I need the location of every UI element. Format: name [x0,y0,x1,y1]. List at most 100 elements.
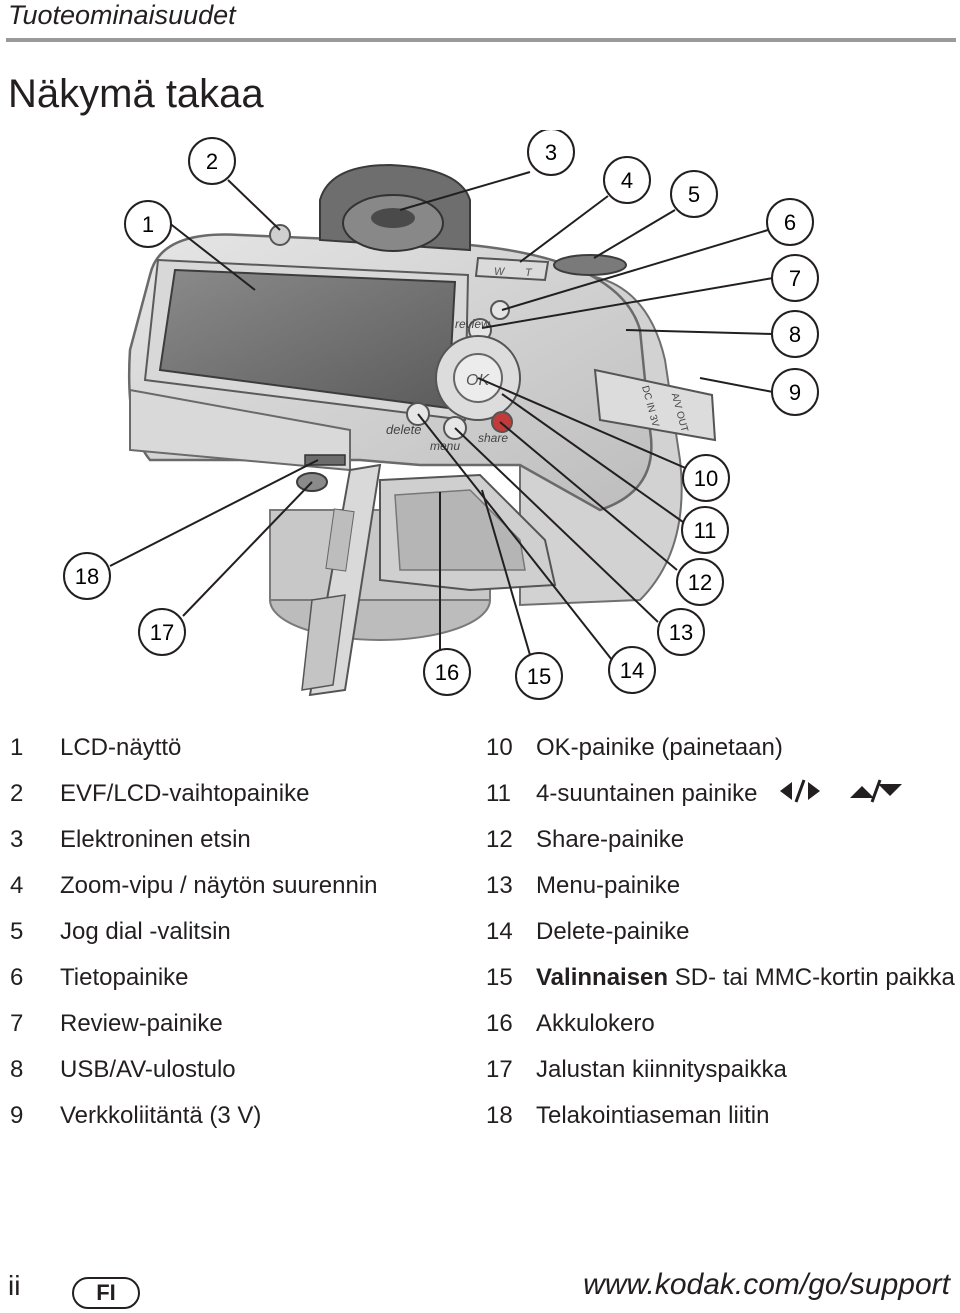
svg-text:delete: delete [386,422,421,437]
svg-text:11: 11 [694,518,717,543]
legend-text: Zoom-vipu / näytön suurennin [60,872,378,899]
legend-number: 14 [486,918,513,945]
callout-4: 4 [603,156,651,204]
svg-text:16: 16 [435,660,459,685]
svg-text:14: 14 [620,658,644,683]
svg-text:12: 12 [688,570,712,595]
legend-text: Tietopainike [60,964,189,991]
legend-item: 15 Valinnaisen SD- tai MMC-kortin paikka [486,962,956,1008]
legend-text: Elektroninen etsin [60,826,251,853]
callout-6: 6 [766,198,814,246]
legend-item: 18 Telakointiaseman liitin [486,1100,956,1146]
legend-emphasis: Valinnaisen [536,964,669,991]
legend-number: 6 [10,964,24,991]
callout-8: 8 [771,310,819,358]
svg-text:15: 15 [527,664,551,689]
svg-text:menu: menu [430,439,460,453]
callout-10: 10 [682,454,730,502]
evf-lcd-button[interactable] [269,224,291,246]
legend-text: Review-painike [60,1010,223,1037]
legend-number: 5 [10,918,24,945]
camera-back-diagram: W T review OK delete menu share DC IN 3V… [63,130,819,700]
header-divider [6,38,956,42]
legend-text: EVF/LCD-vaihtopainike [60,780,310,807]
callouts: 1 2 3 4 5 6 7 8 9 10 11 12 13 14 15 16 1… [63,130,819,700]
svg-text:9: 9 [789,380,801,405]
svg-text:W: W [494,266,506,278]
callout-5: 5 [670,170,718,218]
callout-13: 13 [657,608,705,656]
legend-item: 2 EVF/LCD-vaihtopainike [10,778,460,824]
legend-text: OK-painike (painetaan) [536,734,783,761]
page-title: Näkymä takaa [8,72,264,116]
legend-item: 6 Tietopainike [10,962,460,1008]
callout-15: 15 [515,652,563,700]
legend-number: 1 [10,734,24,761]
legend-text: Menu-painike [536,872,681,899]
legend-number: 9 [10,1102,24,1129]
callout-1: 1 [124,200,172,248]
legend-item: 10 OK-painike (painetaan) [486,732,956,778]
legend-text: Share-painike [536,826,685,853]
svg-text:10: 10 [694,466,718,491]
svg-text:4: 4 [621,168,633,193]
callout-12: 12 [676,558,724,606]
svg-text:18: 18 [75,564,99,589]
legend-text-rest: SD- tai MMC-kortin paikka [668,964,955,991]
jog-dial[interactable] [553,254,627,276]
section-title: Tuoteominaisuudet [8,0,236,30]
legend-text: Delete-painike [536,918,690,945]
callout-18: 18 [63,552,111,600]
legend-number: 18 [486,1102,513,1129]
legend-number: 15 [486,964,513,991]
legend-item: 17 Jalustan kiinnityspaikka [486,1054,956,1100]
svg-text:7: 7 [789,266,801,291]
legend-item: 14 Delete-painike [486,916,956,962]
page-number: ii [8,1270,21,1301]
legend-number: 4 [10,872,24,899]
battery-door[interactable] [301,463,382,697]
legend-number: 7 [10,1010,24,1037]
legend-text: Jalustan kiinnityspaikka [536,1056,787,1083]
legend-number: 11 [486,780,511,807]
leader-lines [109,171,774,661]
callout-9: 9 [771,368,819,416]
legend-text: Jog dial -valitsin [60,918,231,945]
legend-item: 9 Verkkoliitäntä (3 V) [10,1100,460,1146]
legend-number: 12 [486,826,513,853]
legend-item: 12 Share-painike [486,824,956,870]
legend-number: 16 [486,1010,513,1037]
legend-number: 8 [10,1056,24,1083]
zoom-lever[interactable]: W T [474,256,550,282]
four-way-arrows-icon [779,779,902,803]
callout-14: 14 [608,646,656,694]
legend-number: 2 [10,780,24,807]
legend-number: 17 [486,1056,513,1083]
legend-text: Verkkoliitäntä (3 V) [60,1102,262,1129]
callout-3: 3 [527,130,575,176]
callout-7: 7 [771,254,819,302]
svg-text:share: share [478,431,508,445]
svg-text:1: 1 [142,212,154,237]
legend-text: Telakointiaseman liitin [536,1102,770,1129]
support-url[interactable]: www.kodak.com/go/support [583,1268,950,1301]
callout-11: 11 [681,506,729,554]
dock-connector [304,454,346,466]
connector-door[interactable]: DC IN 3V A/V OUT [593,368,717,442]
legend-number: 10 [486,734,513,761]
legend-item: 7 Review-painike [10,1008,460,1054]
legend-item: 8 USB/AV-ulostulo [10,1054,460,1100]
language-badge: FI [72,1277,140,1309]
callout-16: 16 [423,648,471,696]
callout-17: 17 [138,608,186,656]
svg-text:17: 17 [150,620,174,645]
legend-text: USB/AV-ulostulo [60,1056,236,1083]
svg-text:review: review [455,317,491,331]
svg-text:T: T [525,267,533,279]
legend-text: Valinnaisen SD- tai MMC-kortin paikka [536,962,955,1008]
info-button[interactable] [490,300,510,320]
